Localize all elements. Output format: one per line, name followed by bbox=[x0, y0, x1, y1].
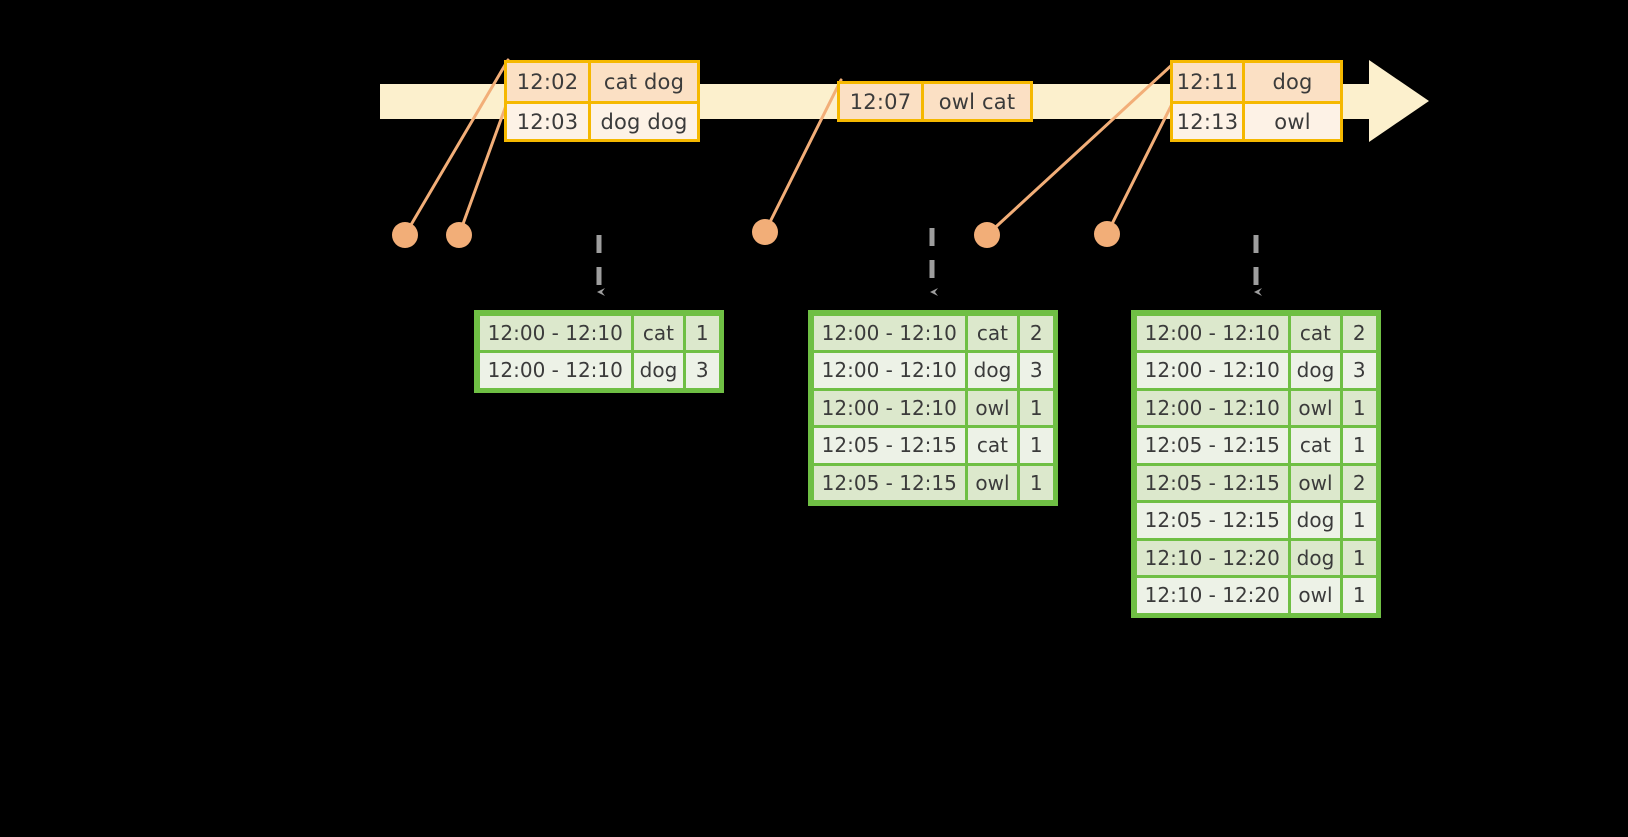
window-cell: 12:05 - 12:15 bbox=[813, 428, 966, 463]
event-time: 12:02 bbox=[507, 63, 591, 101]
window-cell: 12:00 - 12:10 bbox=[1136, 390, 1289, 425]
event-row[interactable]: 12:13 owl bbox=[1173, 101, 1340, 139]
window-cell: 12:10 - 12:20 bbox=[1136, 540, 1289, 575]
window-cell: 12:05 - 12:15 bbox=[1136, 503, 1289, 538]
window-cell: 12:00 - 12:10 bbox=[813, 353, 966, 388]
count-cell: 1 bbox=[685, 315, 719, 350]
event-row[interactable]: 12:02 cat dog bbox=[507, 63, 697, 101]
count-cell: 3 bbox=[1342, 353, 1376, 388]
event-row[interactable]: 12:07 owl cat bbox=[840, 84, 1030, 119]
table-row[interactable]: 12:05 - 12:15 cat 1 bbox=[1135, 427, 1377, 465]
event-time: 12:07 bbox=[840, 84, 924, 119]
event-dot-5 bbox=[1094, 221, 1120, 247]
window-cell: 12:00 - 12:10 bbox=[479, 315, 632, 350]
count-cell: 1 bbox=[1019, 465, 1053, 500]
count-cell: 2 bbox=[1342, 465, 1376, 500]
table-row[interactable]: 12:05 - 12:15 dog 1 bbox=[1135, 502, 1377, 540]
connector-5 bbox=[1105, 98, 1176, 236]
result-table-2[interactable]: 12:00 - 12:10 cat 2 12:00 - 12:10 dog 3 … bbox=[808, 310, 1058, 506]
count-cell: 2 bbox=[1342, 315, 1376, 350]
event-group-2[interactable]: 12:07 owl cat bbox=[837, 81, 1033, 122]
word-cell: cat bbox=[968, 315, 1017, 350]
word-cell: dog bbox=[634, 353, 683, 388]
connector-3 bbox=[763, 78, 843, 234]
table-row[interactable]: 12:05 - 12:15 cat 1 bbox=[812, 427, 1054, 465]
event-group-1[interactable]: 12:02 cat dog 12:03 dog dog bbox=[504, 60, 700, 142]
word-cell: cat bbox=[968, 428, 1017, 463]
word-cell: cat bbox=[1291, 315, 1340, 350]
connector-2 bbox=[457, 98, 510, 237]
word-cell: cat bbox=[1291, 428, 1340, 463]
window-cell: 12:05 - 12:15 bbox=[813, 465, 966, 500]
window-cell: 12:10 - 12:20 bbox=[1136, 578, 1289, 613]
window-cell: 12:00 - 12:10 bbox=[813, 390, 966, 425]
table-row[interactable]: 12:00 - 12:10 dog 3 bbox=[478, 352, 720, 390]
word-cell: owl bbox=[1291, 390, 1340, 425]
table-row[interactable]: 12:10 - 12:20 dog 1 bbox=[1135, 539, 1377, 577]
window-cell: 12:00 - 12:10 bbox=[1136, 315, 1289, 350]
event-dot-1 bbox=[392, 222, 418, 248]
count-cell: 3 bbox=[685, 353, 719, 388]
count-cell: 1 bbox=[1342, 540, 1376, 575]
table-row[interactable]: 12:05 - 12:15 owl 1 bbox=[812, 464, 1054, 502]
word-cell: owl bbox=[1291, 465, 1340, 500]
event-row[interactable]: 12:11 dog bbox=[1173, 63, 1340, 101]
table-row[interactable]: 12:00 - 12:10 owl 1 bbox=[812, 389, 1054, 427]
table-row[interactable]: 12:00 - 12:10 dog 3 bbox=[812, 352, 1054, 390]
table-row[interactable]: 12:00 - 12:10 dog 3 bbox=[1135, 352, 1377, 390]
table-row[interactable]: 12:00 - 12:10 cat 2 bbox=[812, 314, 1054, 352]
table-row[interactable]: 12:10 - 12:20 owl 1 bbox=[1135, 577, 1377, 615]
window-cell: 12:00 - 12:10 bbox=[813, 315, 966, 350]
window-cell: 12:00 - 12:10 bbox=[479, 353, 632, 388]
event-time: 12:11 bbox=[1173, 63, 1245, 101]
event-dots bbox=[392, 219, 1120, 248]
word-cell: dog bbox=[968, 353, 1017, 388]
result-table-1[interactable]: 12:00 - 12:10 cat 1 12:00 - 12:10 dog 3 bbox=[474, 310, 724, 393]
event-group-3[interactable]: 12:11 dog 12:13 owl bbox=[1170, 60, 1343, 142]
word-cell: dog bbox=[1291, 353, 1340, 388]
window-cell: 12:05 - 12:15 bbox=[1136, 465, 1289, 500]
count-cell: 1 bbox=[1342, 428, 1376, 463]
event-words: dog dog bbox=[591, 104, 697, 139]
table-row[interactable]: 12:00 - 12:10 owl 1 bbox=[1135, 389, 1377, 427]
word-cell: owl bbox=[968, 465, 1017, 500]
emit-arrows bbox=[596, 228, 1262, 296]
window-cell: 12:05 - 12:15 bbox=[1136, 428, 1289, 463]
word-cell: cat bbox=[634, 315, 683, 350]
word-cell: owl bbox=[968, 390, 1017, 425]
event-words: dog bbox=[1245, 63, 1340, 101]
count-cell: 1 bbox=[1342, 390, 1376, 425]
event-dot-2 bbox=[446, 222, 472, 248]
table-row[interactable]: 12:05 - 12:15 owl 2 bbox=[1135, 464, 1377, 502]
count-cell: 3 bbox=[1019, 353, 1053, 388]
result-table-3[interactable]: 12:00 - 12:10 cat 2 12:00 - 12:10 dog 3 … bbox=[1131, 310, 1381, 618]
word-cell: owl bbox=[1291, 578, 1340, 613]
word-cell: dog bbox=[1291, 540, 1340, 575]
window-cell: 12:00 - 12:10 bbox=[1136, 353, 1289, 388]
connector-1 bbox=[403, 58, 510, 237]
count-cell: 1 bbox=[1342, 578, 1376, 613]
event-words: owl bbox=[1245, 104, 1340, 139]
event-dot-3 bbox=[752, 219, 778, 245]
event-time: 12:03 bbox=[507, 104, 591, 139]
count-cell: 1 bbox=[1342, 503, 1376, 538]
event-words: owl cat bbox=[924, 84, 1030, 119]
event-dot-4 bbox=[974, 222, 1000, 248]
event-time: 12:13 bbox=[1173, 104, 1245, 139]
count-cell: 1 bbox=[1019, 390, 1053, 425]
count-cell: 2 bbox=[1019, 315, 1053, 350]
table-row[interactable]: 12:00 - 12:10 cat 1 bbox=[478, 314, 720, 352]
word-cell: dog bbox=[1291, 503, 1340, 538]
event-words: cat dog bbox=[591, 63, 697, 101]
table-row[interactable]: 12:00 - 12:10 cat 2 bbox=[1135, 314, 1377, 352]
count-cell: 1 bbox=[1019, 428, 1053, 463]
event-row[interactable]: 12:03 dog dog bbox=[507, 101, 697, 139]
